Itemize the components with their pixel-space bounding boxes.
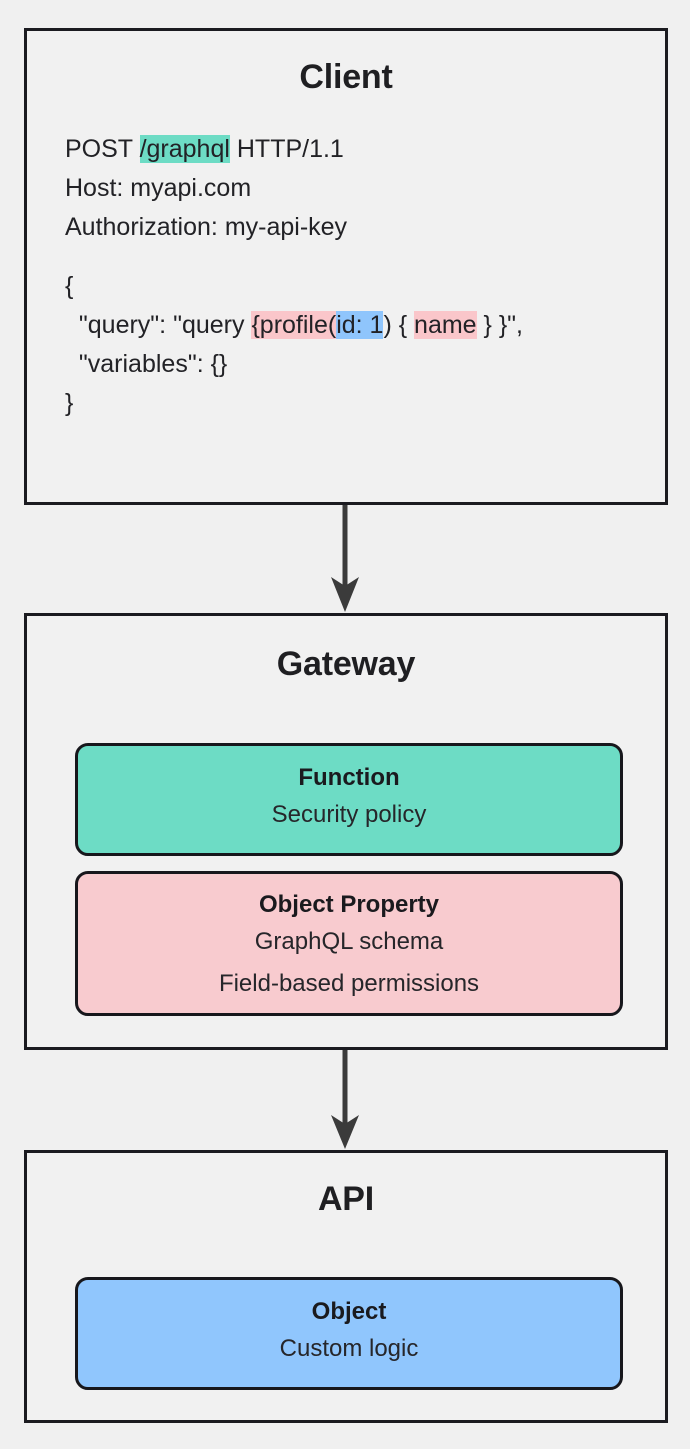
request-method: POST: [65, 135, 140, 164]
api-card-object[interactable]: Object Custom logic: [75, 1277, 623, 1390]
gateway-card-object-property-line-2: Field-based permissions: [218, 969, 480, 997]
request-query-object: {profile(: [251, 311, 337, 340]
request-body-open-brace: {: [65, 272, 74, 301]
gateway-box: Gateway Function Security policy Object …: [24, 613, 668, 1050]
api-card-object-line-1: Custom logic: [279, 1335, 419, 1363]
api-title: API: [317, 1180, 375, 1218]
request-host-header: Host: myapi.com: [65, 174, 252, 203]
gateway-card-function-type: Function: [298, 764, 400, 791]
api-card-object-type: Object: [311, 1298, 387, 1325]
gateway-card-object-property[interactable]: Object Property GraphQL schema Field-bas…: [75, 871, 623, 1016]
request-protocol: HTTP/1.1: [229, 135, 344, 164]
request-query-field: name: [414, 311, 477, 340]
arrow-gateway-to-api: [330, 1050, 360, 1150]
client-box: Client POST /graphql HTTP/1.1 Host: myap…: [24, 28, 668, 505]
arrow-client-to-gateway: [330, 505, 360, 613]
request-query-prefix: "query": "query: [65, 311, 252, 340]
request-query-argument: id: 1: [336, 311, 384, 340]
gateway-card-function[interactable]: Function Security policy: [75, 743, 623, 856]
request-query-suffix: } }",: [476, 311, 524, 340]
request-query-mid: ) {: [383, 311, 415, 340]
request-variables: "variables": {}: [65, 350, 228, 379]
request-body-close-brace: }: [65, 389, 74, 418]
request-blank-line: [65, 247, 665, 267]
request-authorization-header: Authorization: my-api-key: [65, 213, 348, 242]
client-request-block: POST /graphql HTTP/1.1 Host: myapi.com A…: [65, 130, 665, 423]
request-path: /graphql: [139, 135, 230, 164]
api-box: API Object Custom logic: [24, 1150, 668, 1423]
client-title: Client: [299, 58, 393, 96]
gateway-card-object-property-type: Object Property: [258, 891, 440, 918]
gateway-card-object-property-line-1: GraphQL schema: [254, 928, 444, 956]
gateway-title: Gateway: [276, 645, 416, 683]
gateway-card-function-line-1: Security policy: [271, 801, 427, 829]
